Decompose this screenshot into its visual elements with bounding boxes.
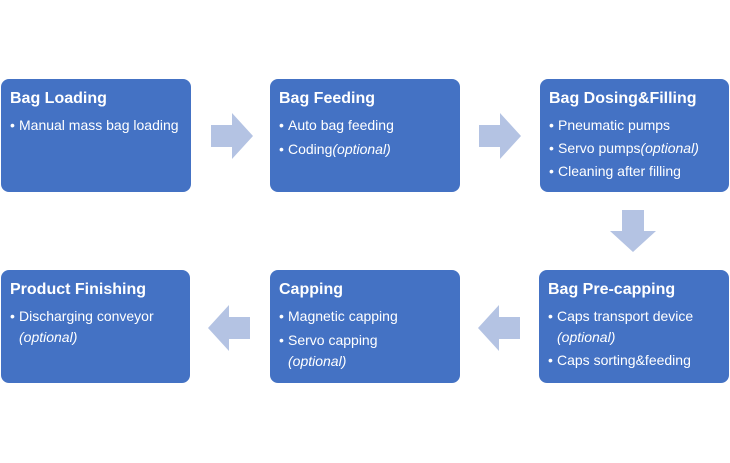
item-text: Coding	[288, 141, 333, 157]
step-item: Auto bag feeding	[279, 115, 452, 136]
step-title: Bag Loading	[10, 90, 107, 107]
step-item-list: Auto bag feeding Coding(optional)	[279, 115, 452, 160]
step-bag-loading: Bag Loading Manual mass bag loading	[1, 79, 191, 192]
step-title: Capping	[279, 281, 343, 298]
down-arrow-icon	[610, 210, 656, 252]
step-item: Cleaning after filling	[549, 161, 721, 182]
item-text: Manual mass bag loading	[19, 117, 179, 133]
step-item: Coding(optional)	[279, 139, 452, 160]
step-title: Bag Dosing&Filling	[549, 90, 697, 107]
item-text: Servo pumps	[558, 140, 641, 156]
step-item: Discharging conveyor (optional)	[10, 306, 182, 348]
item-text: Caps transport device	[557, 308, 694, 324]
step-product-finishing: Product Finishing Discharging conveyor (o…	[1, 270, 190, 383]
left-arrow-icon	[208, 305, 250, 351]
step-item: Servo pumps(optional)	[549, 138, 721, 159]
step-item-list: Discharging conveyor (optional)	[10, 306, 182, 348]
right-arrow-icon	[479, 113, 521, 159]
step-title: Bag Pre-capping	[548, 281, 676, 298]
item-optional-note: (optional)	[640, 140, 699, 156]
item-optional-note: (optional)	[332, 141, 391, 157]
right-arrow-icon	[211, 113, 253, 159]
item-text: Servo capping	[288, 332, 378, 348]
step-title: Product Finishing	[10, 281, 146, 298]
step-item: Pneumatic pumps	[549, 115, 721, 136]
step-item-list: Pneumatic pumps Servo pumps(optional) Cl…	[549, 115, 721, 182]
step-item: Magnetic capping	[279, 306, 452, 327]
step-item: Servo capping (optional)	[279, 330, 452, 372]
item-text: Discharging conveyor	[19, 308, 154, 324]
item-optional-note: (optional)	[19, 329, 78, 345]
step-bag-feeding: Bag Feeding Auto bag feeding Coding(opti…	[270, 79, 460, 192]
step-item: Caps sorting&feeding	[548, 350, 721, 371]
step-item-list: Magnetic capping Servo capping (optional)	[279, 306, 452, 372]
step-title: Bag Feeding	[279, 90, 376, 107]
item-text: Caps sorting&feeding	[557, 352, 691, 368]
item-text: Auto bag feeding	[288, 117, 394, 133]
step-bag-pre-capping: Bag Pre-capping Caps transport device (op…	[539, 270, 729, 383]
item-optional-note: (optional)	[288, 353, 347, 369]
item-optional-note: (optional)	[557, 329, 616, 345]
step-bag-dosing-filling: Bag Dosing&Filling Pneumatic pumps Servo…	[540, 79, 729, 192]
step-item: Caps transport device (optional)	[548, 306, 721, 348]
step-capping: Capping Magnetic capping Servo capping (o…	[270, 270, 460, 383]
item-text: Magnetic capping	[288, 308, 398, 324]
item-text: Cleaning after filling	[558, 163, 681, 179]
step-item-list: Manual mass bag loading	[10, 115, 183, 136]
step-item-list: Caps transport device (optional) Caps sor…	[548, 306, 721, 371]
left-arrow-icon	[478, 305, 520, 351]
item-text: Pneumatic pumps	[558, 117, 671, 133]
step-item: Manual mass bag loading	[10, 115, 183, 136]
